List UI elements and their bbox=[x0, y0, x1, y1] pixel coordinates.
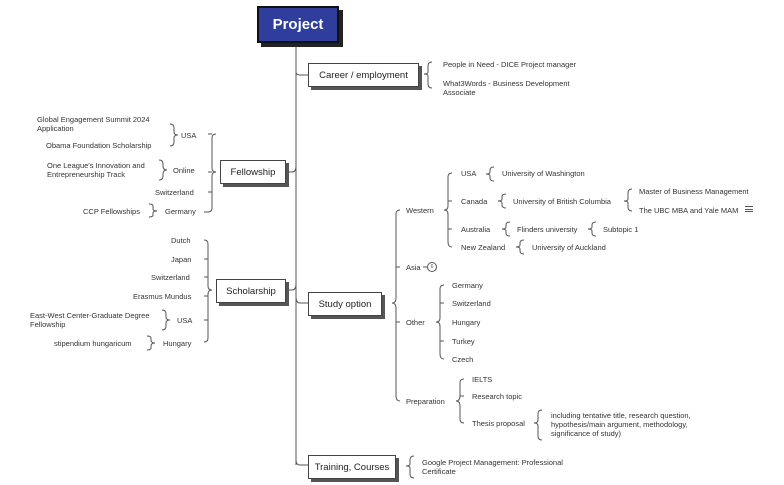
other-turkey[interactable]: Turkey bbox=[452, 337, 475, 346]
ubc-mba-yale-mam[interactable]: The UBC MBA and Yale MAM bbox=[639, 206, 739, 215]
fellowship-online[interactable]: Online bbox=[173, 166, 195, 175]
preparation-ielts[interactable]: IELTS bbox=[472, 375, 493, 384]
scholarship-topic[interactable]: Scholarship bbox=[216, 279, 286, 303]
training-courses-topic[interactable]: Training, Courses bbox=[308, 455, 396, 479]
western-canada[interactable]: Canada bbox=[461, 197, 488, 206]
scholarship-east-west-center[interactable]: East-West Center-Graduate Degree Fellows… bbox=[30, 311, 150, 329]
scholarship-japan[interactable]: Japan bbox=[171, 255, 192, 264]
fellowship-switzerland[interactable]: Switzerland bbox=[155, 188, 194, 197]
other-germany[interactable]: Germany bbox=[452, 281, 483, 290]
study-preparation[interactable]: Preparation bbox=[406, 397, 445, 406]
scholarship-stipendium[interactable]: stipendium hungaricum bbox=[54, 339, 132, 348]
fellowship-germany[interactable]: Germany bbox=[165, 207, 196, 216]
fellowship-one-league[interactable]: One League's Innovation and Entrepreneur… bbox=[47, 161, 145, 179]
fellowship-topic[interactable]: Fellowship bbox=[220, 160, 286, 184]
root-topic-project[interactable]: Project bbox=[257, 6, 339, 43]
scholarship-erasmus[interactable]: Erasmus Mundus bbox=[133, 292, 192, 301]
training-google-pm[interactable]: Google Project Management: Professional … bbox=[422, 458, 563, 476]
career-item-dice[interactable]: People in Need - DICE Project manager bbox=[443, 60, 576, 69]
fellowship-obama[interactable]: Obama Foundation Scholarship bbox=[46, 141, 152, 150]
other-czech[interactable]: Czech bbox=[452, 355, 474, 364]
scholarship-switzerland[interactable]: Switzerland bbox=[151, 273, 190, 282]
fellowship-global-engagement[interactable]: Global Engagement Summit 2024 Applicatio… bbox=[37, 115, 150, 133]
study-other[interactable]: Other bbox=[406, 318, 425, 327]
western-ubc[interactable]: University of British Columbia bbox=[513, 197, 611, 206]
western-flinders[interactable]: Flinders university bbox=[517, 225, 578, 234]
fellowship-ccp[interactable]: CCP Fellowships bbox=[83, 207, 140, 216]
preparation-thesis-proposal[interactable]: Thesis proposal bbox=[472, 419, 525, 428]
career-employment-topic[interactable]: Career / employment bbox=[308, 63, 419, 87]
collapsed-count-badge[interactable]: 6 bbox=[427, 262, 437, 272]
fellowship-usa[interactable]: USA bbox=[181, 131, 197, 140]
western-auckland[interactable]: University of Auckland bbox=[532, 243, 606, 252]
scholarship-dutch[interactable]: Dutch bbox=[171, 236, 191, 245]
study-western[interactable]: Western bbox=[406, 206, 434, 215]
scholarship-usa[interactable]: USA bbox=[177, 316, 193, 325]
western-usa[interactable]: USA bbox=[461, 169, 477, 178]
western-new-zealand[interactable]: New Zealand bbox=[461, 243, 506, 252]
western-australia[interactable]: Australia bbox=[461, 225, 491, 234]
thesis-note[interactable]: including tentative title, research ques… bbox=[551, 411, 691, 438]
career-item-what3words[interactable]: What3Words - Business Development Associ… bbox=[443, 79, 570, 97]
western-university-washington[interactable]: University of Washington bbox=[502, 169, 585, 178]
study-asia[interactable]: Asia bbox=[406, 263, 421, 272]
ubc-master-business-management[interactable]: Master of Business Management bbox=[639, 187, 749, 196]
notes-icon[interactable] bbox=[745, 206, 753, 212]
flinders-subtopic[interactable]: Subtopic 1 bbox=[603, 225, 639, 234]
scholarship-hungary[interactable]: Hungary bbox=[163, 339, 192, 348]
preparation-research-topic[interactable]: Research topic bbox=[472, 392, 523, 401]
study-option-topic[interactable]: Study option bbox=[308, 292, 382, 316]
other-hungary[interactable]: Hungary bbox=[452, 318, 481, 327]
other-switzerland[interactable]: Switzerland bbox=[452, 299, 491, 308]
